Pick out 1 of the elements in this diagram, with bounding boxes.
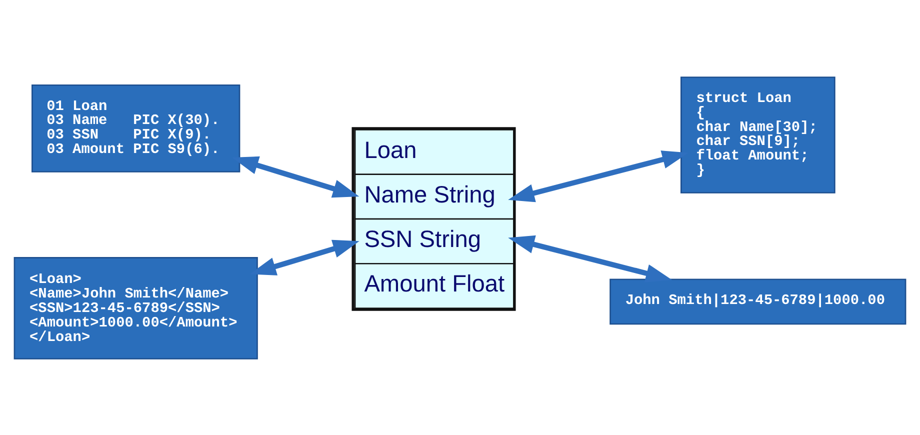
arrow — [508, 234, 672, 282]
